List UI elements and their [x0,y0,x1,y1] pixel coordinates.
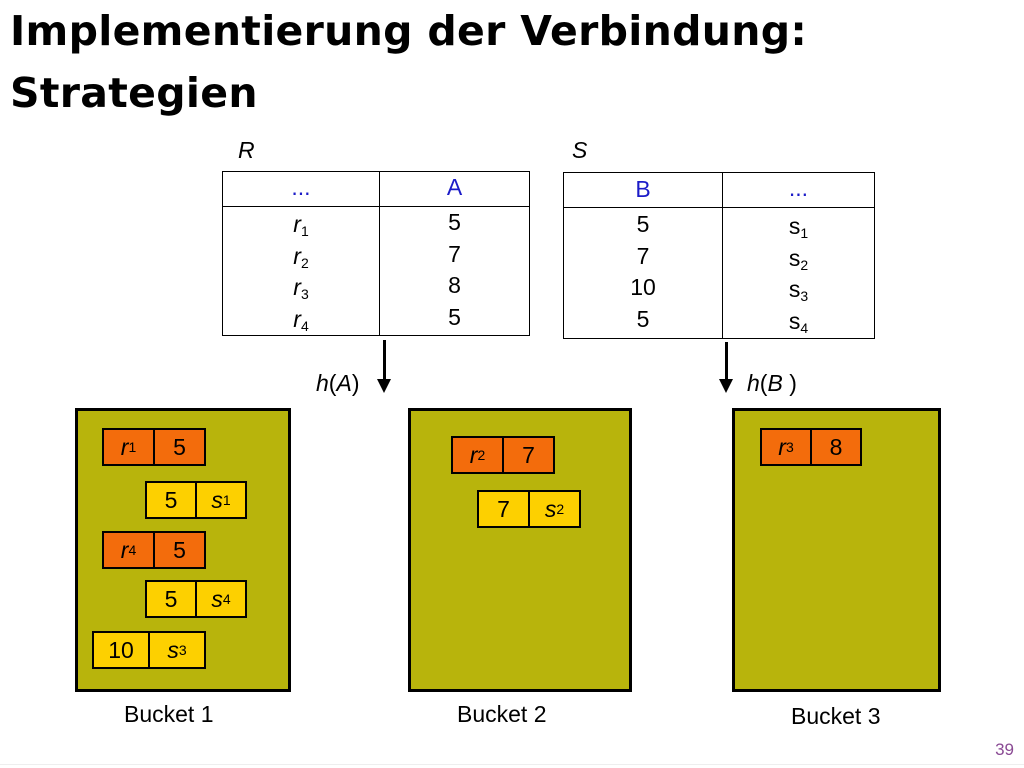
table-cell: 10 [630,274,656,300]
bucket-3-label: Bucket 3 [791,703,881,729]
table-row: s1 [788,213,809,241]
hash-a-label: h(A) [316,370,360,396]
table-r-name-column: r1 r2 r3 r4 [223,209,379,335]
title-line-2: Strategien [10,69,258,117]
hash-a-arrow [383,340,386,380]
table-r-header [223,172,529,207]
table-r-name: R [238,137,255,163]
table-cell: 5 [448,303,461,330]
hash-b-arrow [725,342,728,380]
bucket-3 [732,408,941,692]
title-line-1: Implementierung der Verbindung: [10,7,808,55]
hash-b-arrowhead [719,379,733,393]
footer-divider [0,764,1024,765]
table-row: r3 [293,274,309,302]
table-cell: 8 [448,272,461,298]
table-r-col2-header: A [446,174,463,200]
table-s-name-column: s1 s2 s3 s4 [723,211,874,337]
hash-b-label: h(B ) [747,370,797,396]
table-cell: 5 [636,305,650,332]
table-row: r4 [293,305,309,334]
bucket-2-label: Bucket 2 [457,701,547,727]
table-row: r2 [293,242,309,271]
table-cell: 7 [636,242,650,269]
table-s-b-column: 5 7 10 5 [564,209,722,335]
table-s-header [564,173,874,208]
table-cell: 7 [448,240,461,267]
table-cell: 5 [448,209,461,235]
table-row: s4 [788,307,809,336]
bucket-1-label: Bucket 1 [124,701,214,727]
slide-title: Implementierung der Verbindung: Strategi… [10,0,1010,124]
hash-a-arrowhead [377,379,391,393]
table-r-col1-header: ... [291,174,311,200]
page-number: 39 [995,740,1014,759]
table-row: s2 [788,244,809,273]
table-s-name: S [572,137,588,163]
table-cell: 5 [636,211,650,237]
table-row: s3 [788,276,809,304]
table-s-col1-header: B [635,176,651,202]
table-r: ... A r1 r2 r3 r4 5 7 8 5 [222,171,530,336]
table-s-col2-header: ... [788,175,809,201]
table-r-a-column: 5 7 8 5 [380,207,529,333]
table-s: B ... 5 7 10 5 s1 s2 s3 s4 [563,172,875,339]
table-row: r1 [293,211,309,239]
